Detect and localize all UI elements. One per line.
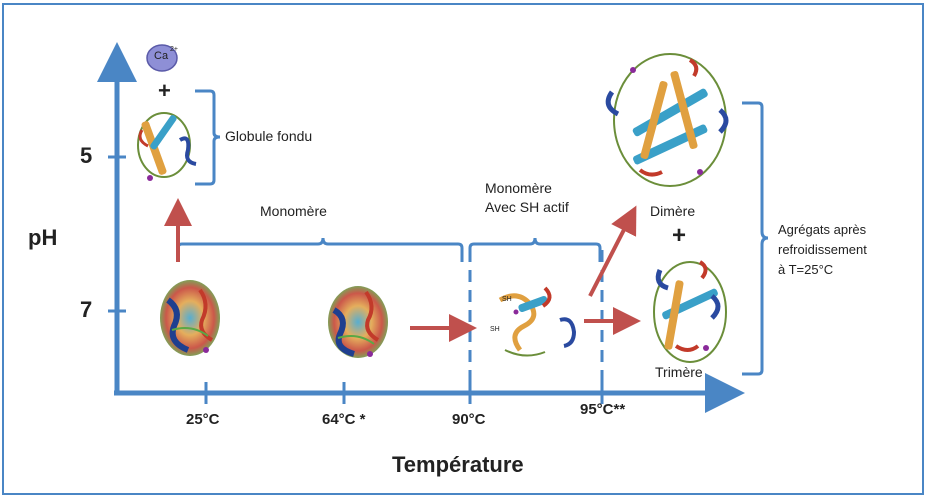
calcium-label: Ca — [154, 50, 169, 62]
sh-label-top: SH — [502, 296, 512, 303]
x-tick-label-95: 95°C** — [580, 401, 626, 418]
calcium-charge: 2+ — [170, 46, 178, 53]
plus-sign-top: + — [158, 78, 171, 103]
agregats-label-line3: à T=25°C — [778, 262, 834, 277]
monomere-sh-label-line2: Avec SH actif — [485, 199, 569, 215]
bracket-monomere-sh — [468, 237, 602, 262]
arrow-to-dimere — [588, 205, 637, 297]
protein-trimere-icon — [653, 260, 727, 363]
bracket-globule — [195, 89, 221, 186]
monomere-sh-label-line1: Monomère — [485, 180, 552, 196]
protein-64c-icon — [328, 286, 388, 358]
protein-globule-icon — [137, 112, 197, 181]
plus-sign-mid: + — [672, 222, 687, 249]
dimere-label: Dimère — [650, 203, 696, 219]
bracket-monomere — [176, 237, 464, 262]
y-tick-label-7: 7 — [80, 297, 93, 322]
y-axis-label: pH — [28, 225, 58, 250]
x-axis-label: Température — [392, 452, 524, 477]
agregats-label-line1: Agrégats après — [778, 222, 867, 237]
protein-sh-icon — [498, 286, 577, 357]
trimere-label: Trimère — [655, 364, 703, 380]
protein-25c-icon — [160, 280, 220, 356]
x-tick-label-90: 90°C — [452, 411, 486, 428]
monomere-label: Monomère — [260, 203, 327, 219]
agregats-label-line2: refroidissement — [778, 242, 867, 257]
y-tick-label-5: 5 — [80, 143, 93, 168]
sh-label-bottom: SH — [490, 326, 500, 333]
x-tick-label-25: 25°C — [186, 411, 220, 428]
bracket-agregats — [742, 101, 769, 376]
x-tick-label-64: 64°C * — [322, 411, 366, 428]
protein-dimere-icon — [605, 53, 729, 187]
globule-fondu-label: Globule fondu — [225, 128, 313, 144]
calcium-ion-icon — [146, 44, 178, 72]
